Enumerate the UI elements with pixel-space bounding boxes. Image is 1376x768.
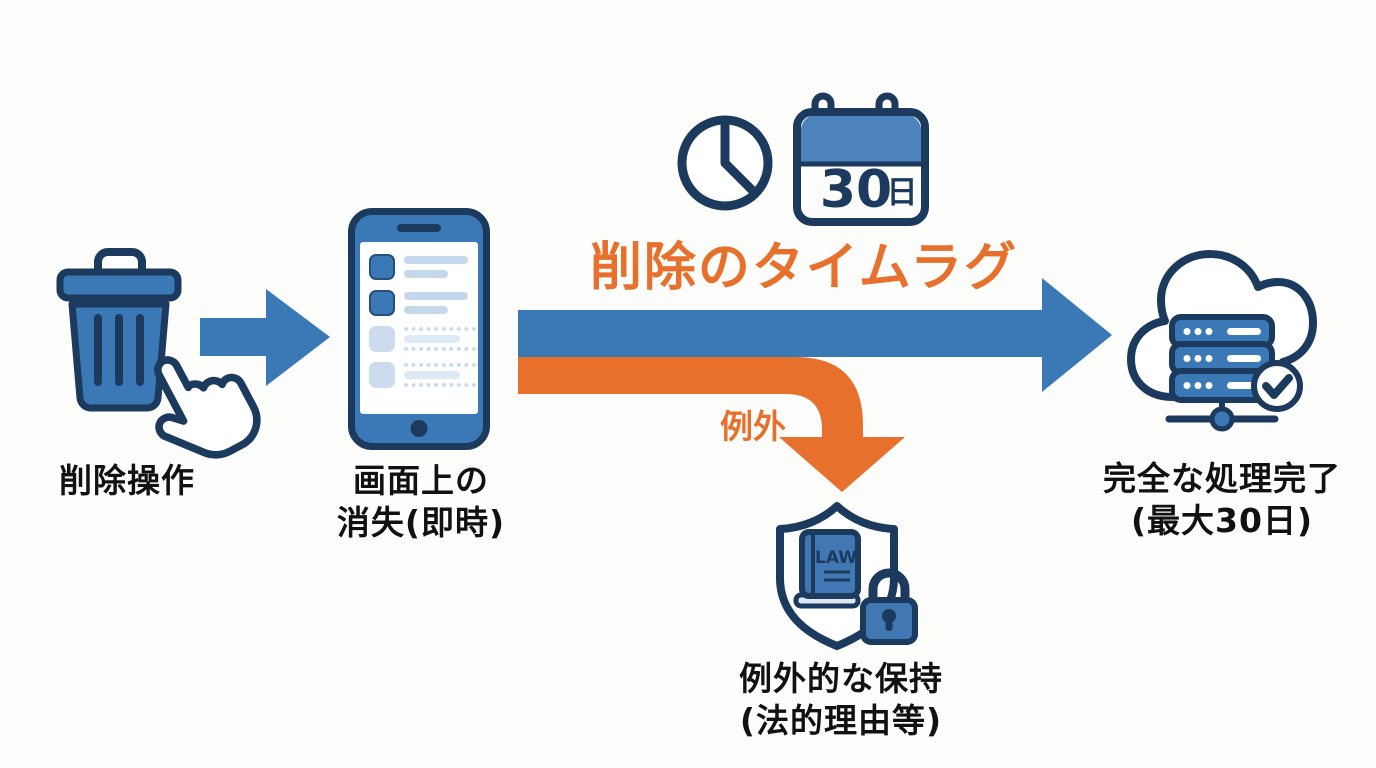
list-item xyxy=(369,290,469,316)
smartphone-icon xyxy=(348,208,490,450)
check-circle-icon xyxy=(1251,360,1303,412)
padlock-icon xyxy=(860,568,918,645)
main-flow-arrow xyxy=(518,278,1112,392)
hand-cursor-icon xyxy=(154,356,261,459)
label-exception-branch: 例外 xyxy=(720,407,786,446)
arrow-right-icon xyxy=(200,289,330,386)
law-book-label: LAW xyxy=(815,548,857,568)
clock-icon xyxy=(677,115,773,211)
text-line xyxy=(404,292,468,300)
dotted-line xyxy=(404,347,476,351)
text-line xyxy=(404,270,448,278)
shield-icon: LAW xyxy=(776,502,918,650)
label-complete-processing-line2: (最大30日) xyxy=(1130,501,1314,540)
list-item-thumbnail xyxy=(369,254,395,280)
dotted-line xyxy=(404,383,476,387)
text-line xyxy=(404,306,448,314)
label-screen-disappear-line2: 消失(即時) xyxy=(336,503,506,542)
label-exception-retention: 例外的な保持 (法的理由等) xyxy=(739,658,943,742)
phone-speaker xyxy=(397,224,441,232)
list-item-deleted xyxy=(369,326,476,352)
cloud-server-icon xyxy=(1127,250,1317,432)
text-line-faded xyxy=(404,371,460,379)
label-screen-disappear: 画面上の 消失(即時) xyxy=(337,460,505,544)
label-exception-retention-line1: 例外的な保持 xyxy=(739,659,943,698)
label-screen-disappear-line1: 画面上の xyxy=(352,461,489,500)
label-exception-retention-line2: (法的理由等) xyxy=(739,701,943,740)
label-complete-processing: 完全な処理完了 (最大30日) xyxy=(1103,458,1341,542)
law-book-icon: LAW xyxy=(793,529,861,609)
dotted-line xyxy=(404,327,476,331)
list-item-thumbnail-faded xyxy=(369,362,395,388)
exception-flow-arrow xyxy=(518,357,905,492)
phone-screen xyxy=(360,242,478,414)
phone-home-button xyxy=(410,420,428,437)
diagram-title: 削除のタイムラグ xyxy=(589,238,1019,298)
calendar-days-unit: 日 xyxy=(887,175,918,211)
calendar-icon: 30 日 xyxy=(793,92,929,226)
calendar-days-number: 30 xyxy=(820,160,892,220)
label-delete-action: 削除操作 xyxy=(59,461,195,500)
label-complete-processing-line1: 完全な処理完了 xyxy=(1103,459,1341,498)
list-item xyxy=(369,254,469,280)
list-item-deleted xyxy=(369,362,476,388)
text-line-faded xyxy=(404,335,460,343)
trash-icon xyxy=(56,248,182,412)
list-item-thumbnail xyxy=(369,290,395,316)
text-line xyxy=(404,256,468,264)
list-item-thumbnail-faded xyxy=(369,326,395,352)
dotted-line xyxy=(404,363,476,367)
